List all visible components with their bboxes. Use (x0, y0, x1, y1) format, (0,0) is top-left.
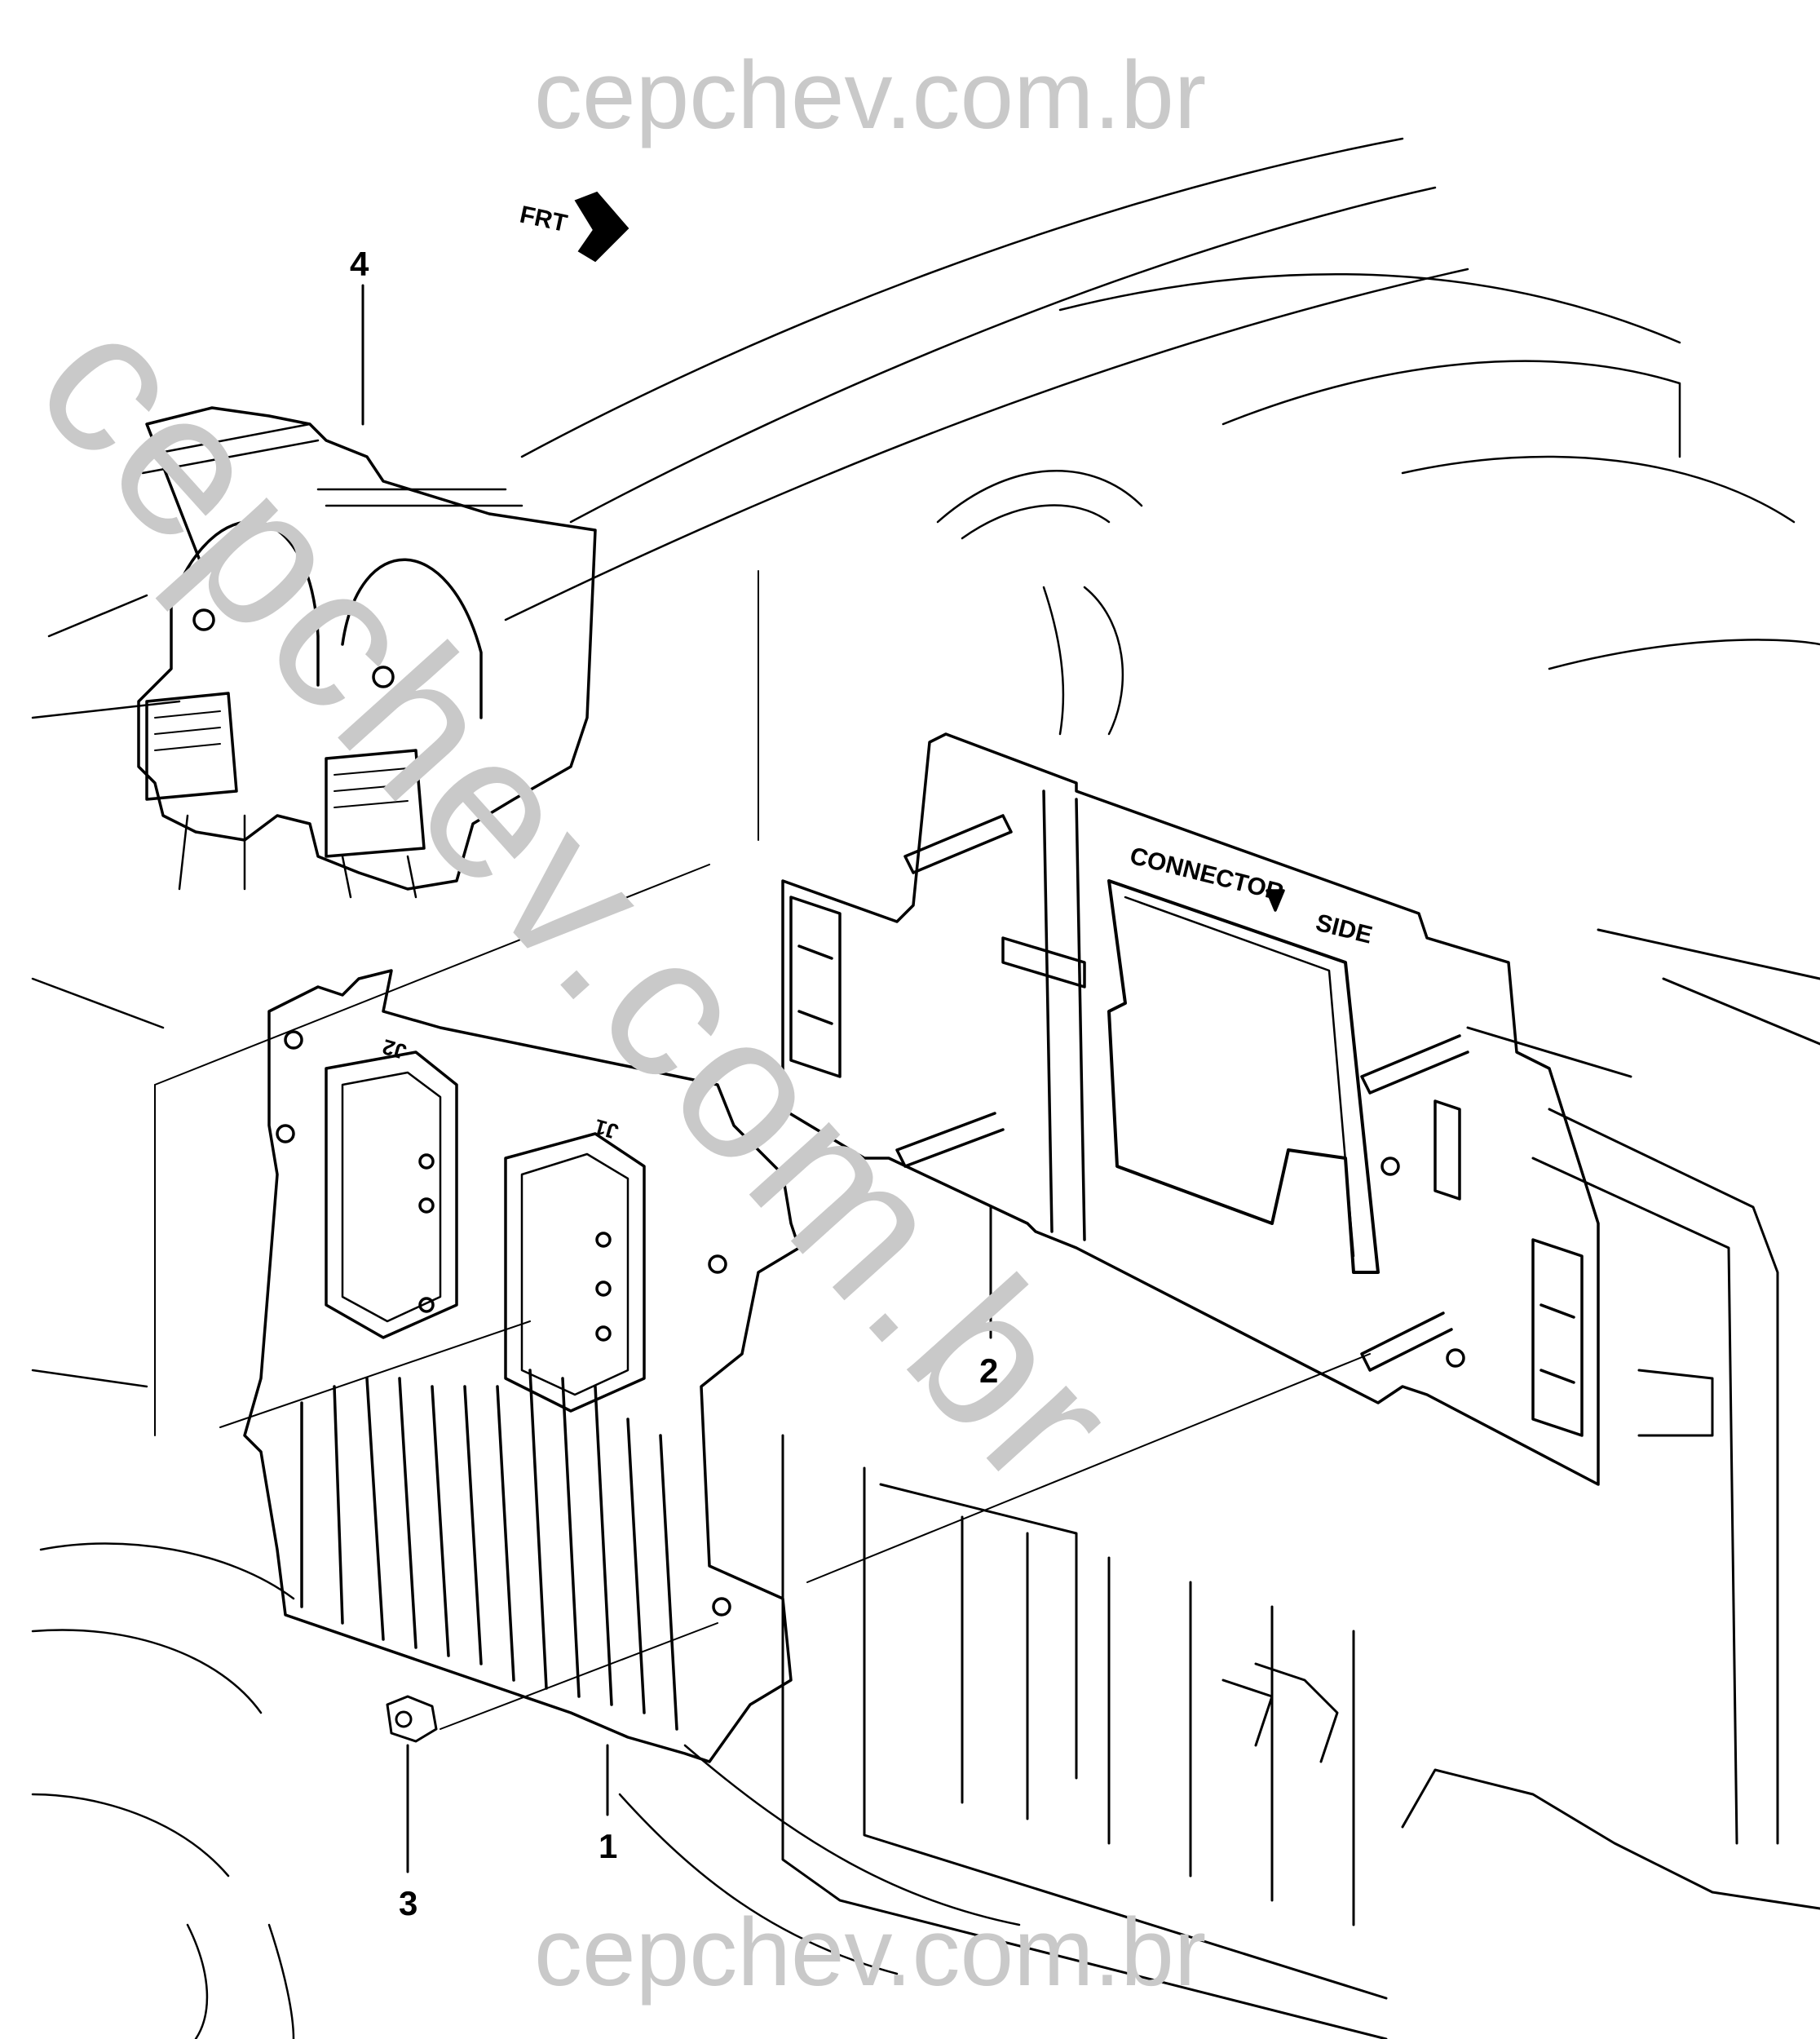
callout-2: 2 (979, 1351, 999, 1390)
assembly-lines (154, 570, 1371, 1730)
module-label-j1: J1 (592, 1114, 621, 1144)
harness-connectors (137, 406, 597, 899)
watermark-bottom: cepchev.com.br (534, 1899, 1207, 2006)
callout-4: 4 (350, 245, 369, 283)
callout-leaders (361, 284, 992, 1873)
front-direction-arrow-icon: FRT (518, 191, 629, 263)
module-label-j2: J2 (380, 1034, 409, 1064)
engine-bay-background (31, 137, 1820, 2039)
bracket-side-text: SIDE (1313, 909, 1375, 949)
hex-nut (386, 1695, 438, 1743)
module-bracket (781, 732, 1600, 1486)
callout-1: 1 (599, 1827, 618, 1865)
watermark-top: cepchev.com.br (534, 42, 1207, 149)
control-module (243, 969, 801, 1763)
front-arrow-label: FRT (518, 201, 570, 237)
battery-tray (781, 928, 1820, 2039)
callout-3: 3 (399, 1884, 418, 1922)
